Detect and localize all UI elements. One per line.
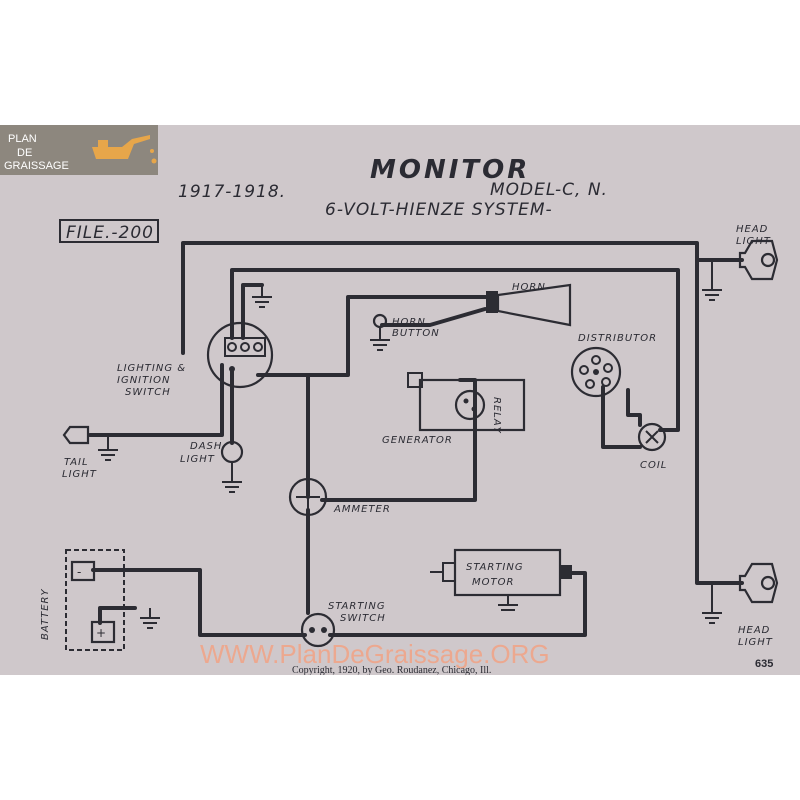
years-label: 1917-1918.	[178, 182, 286, 202]
starting-motor-label-2: MOTOR	[472, 577, 514, 588]
horn	[486, 283, 572, 327]
ground-symbol	[702, 260, 722, 301]
tail-light	[62, 425, 118, 461]
ammeter-generator-wire	[320, 413, 477, 502]
head-light-top-label-1: HEAD	[736, 224, 768, 235]
lighting-ignition-switch	[206, 321, 274, 389]
head-light-top-label-2: LIGHT	[736, 236, 771, 247]
logo-line-1: PLAN	[8, 133, 37, 145]
coil-label: COIL	[640, 460, 667, 471]
switch-label-2: IGNITION	[117, 375, 171, 386]
distributor	[570, 346, 622, 398]
battery-label: BATTERY	[40, 588, 51, 640]
battery-positive-wire	[91, 568, 307, 637]
battery-ground-wire	[98, 606, 137, 625]
oil-can-icon	[92, 135, 157, 164]
logo-line-2: DE	[17, 147, 32, 159]
coil	[637, 422, 667, 452]
page-number: 635	[755, 658, 773, 670]
tail-light-label-2: LIGHT	[62, 469, 97, 480]
ignition-wire	[230, 268, 680, 432]
logo-line-3: GRAISSAGE	[4, 160, 69, 172]
dash-light-label-2: LIGHT	[180, 454, 215, 465]
tail-light-wire	[88, 363, 224, 437]
head-light-bottom-label-1: HEAD	[738, 625, 770, 636]
starting-switch-label-2: SWITCH	[340, 613, 386, 624]
horn-wire	[306, 295, 490, 377]
dash-light-label-1: DASH	[190, 441, 222, 452]
diagram-title: MONITOR	[370, 155, 530, 185]
starting-motor-label-1: STARTING	[466, 562, 524, 573]
relay-label: RELAY	[491, 397, 502, 434]
starting-switch-label-1: STARTING	[328, 601, 386, 612]
starter-cable	[328, 571, 587, 637]
svg-text:+: +	[96, 626, 106, 640]
battery: - +	[65, 549, 160, 651]
tail-light-label-1: TAIL	[64, 457, 89, 468]
starting-switch	[300, 612, 336, 648]
copyright: Copyright, 1920, by Geo. Roudanez, Chica…	[292, 665, 491, 675]
head-light-bottom-label-2: LIGHT	[738, 637, 773, 648]
horn-button-label-1: HORN	[392, 317, 426, 328]
distributor-coil-wire	[601, 385, 642, 449]
ammeter	[288, 477, 328, 517]
switch-ground-symbol	[252, 285, 272, 308]
watermark: WWW.PlanDeGraissage.ORG	[200, 639, 550, 669]
switch-ammeter-wire	[256, 373, 310, 499]
file-number-box: FILE.-200	[59, 219, 159, 243]
horn-button-wire	[380, 307, 487, 327]
horn-button-label-2: BUTTON	[392, 328, 440, 339]
switch-ground-wire	[241, 283, 264, 340]
ammeter-label: AMMETER	[333, 504, 391, 515]
file-number: FILE.-200	[66, 223, 154, 243]
starting-motor	[430, 548, 572, 611]
switch-label-3: SWITCH	[125, 387, 171, 398]
dash-light	[220, 440, 244, 493]
wiring-diagram: PLAN DE GRAISSAGE MONITOR 1917-1918. MOD…	[0, 125, 779, 675]
model-label: MODEL-C, N.	[490, 180, 608, 200]
ground-symbol	[702, 583, 722, 624]
site-logo[interactable]: PLAN DE GRAISSAGE	[0, 125, 158, 175]
generator-label: GENERATOR	[382, 435, 453, 446]
diagram-sheet: PLAN DE GRAISSAGE MONITOR 1917-1918. MOD…	[0, 125, 800, 675]
head-light-wire	[181, 241, 744, 585]
head-light-top	[702, 239, 779, 301]
coil-feed-wire	[626, 388, 642, 427]
head-light-bottom	[702, 562, 779, 624]
horn-button	[370, 313, 390, 351]
distributor-label: DISTRIBUTOR	[578, 333, 657, 344]
generator	[407, 372, 526, 432]
switch-label-1: LIGHTING &	[117, 363, 186, 374]
horn-label: HORN	[512, 282, 546, 293]
system-label: 6-VOLT-HIENZE SYSTEM-	[325, 200, 553, 220]
svg-text:-: -	[77, 565, 81, 579]
